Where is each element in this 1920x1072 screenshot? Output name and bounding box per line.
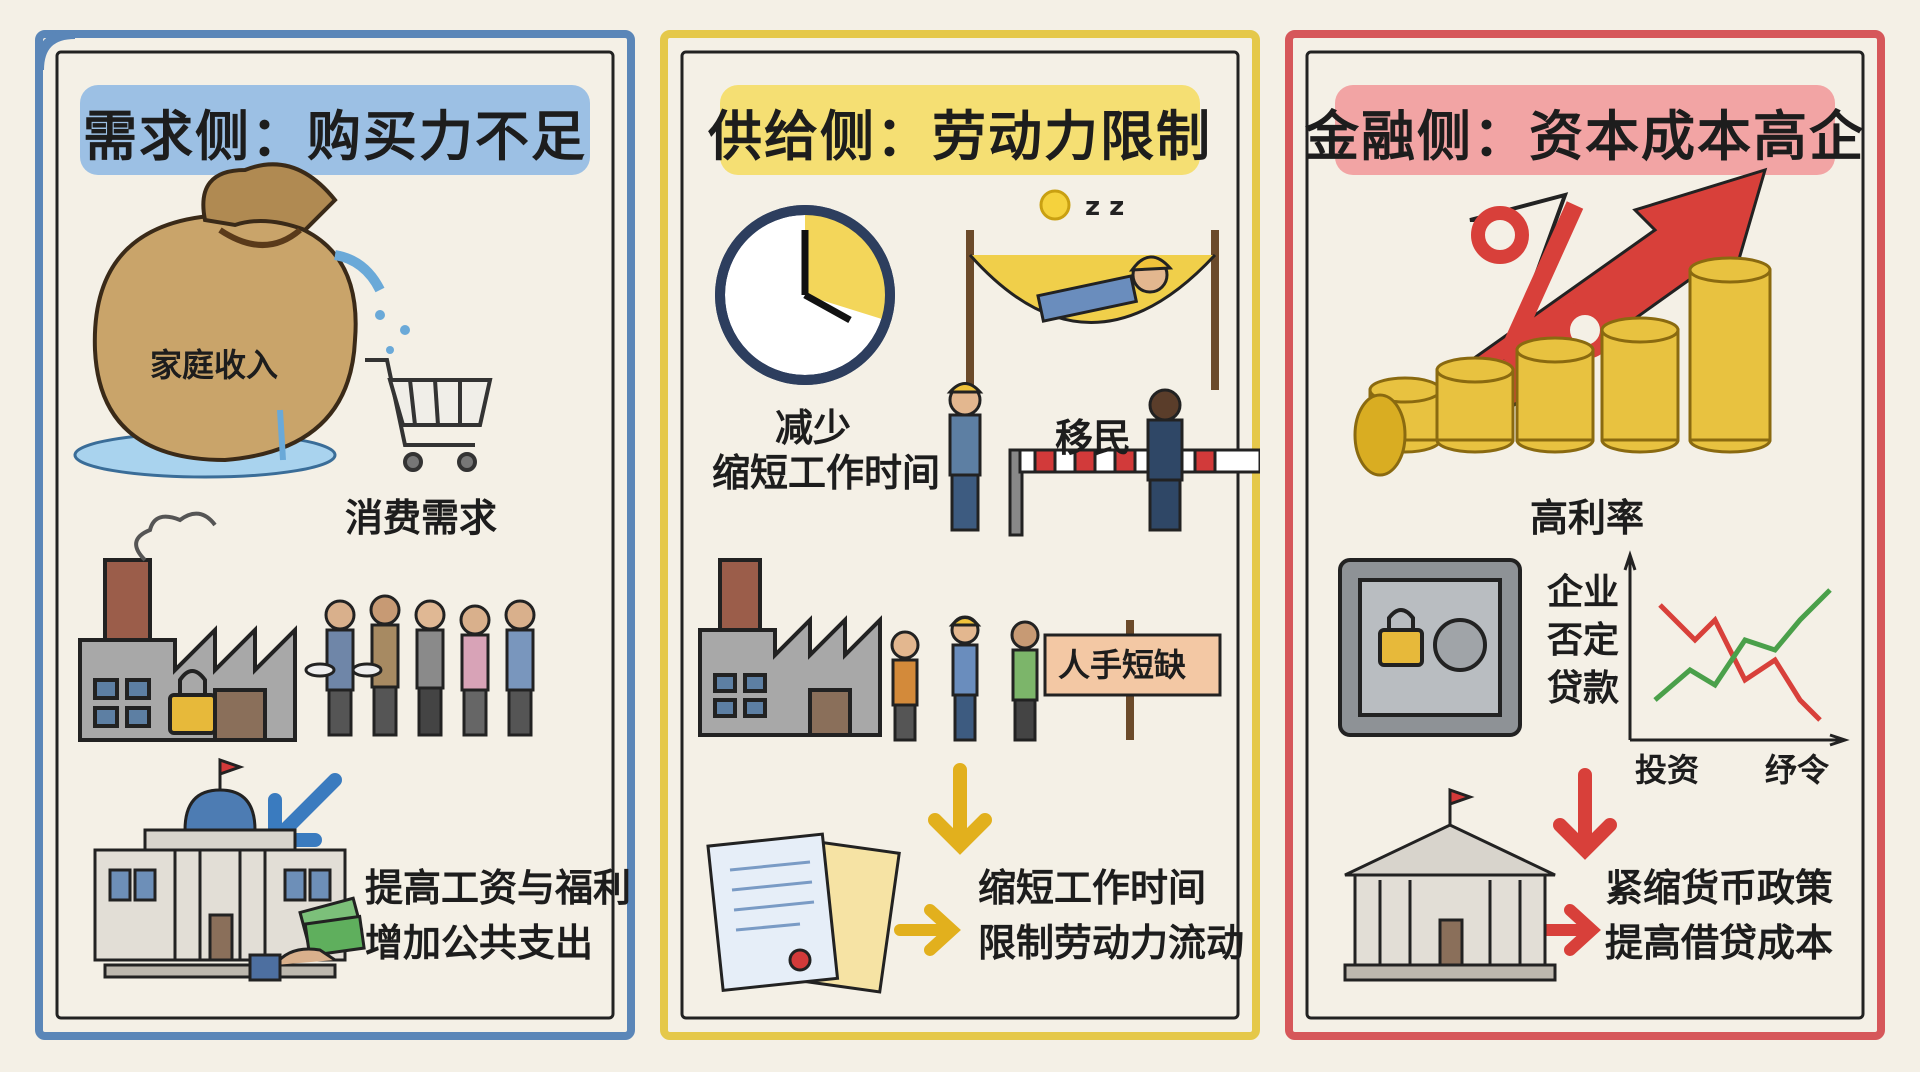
chart-axis-label-left: 投资 xyxy=(1635,751,1700,789)
border-barrier-icon xyxy=(946,382,1260,537)
shopping-cart-icon xyxy=(365,358,493,472)
hammock-worker-icon xyxy=(966,189,1219,390)
right-arrow-icon xyxy=(1534,904,1601,956)
loan-label-line2: 否定 xyxy=(1547,620,1620,661)
demand-policy-line2: 增加公共支出 xyxy=(365,921,594,965)
finance-title-band xyxy=(1335,85,1835,175)
shortage-signpost-icon xyxy=(1043,620,1222,740)
unemployed-queue-icon xyxy=(304,594,536,737)
labor-shortage-sign-text: 人手短缺 xyxy=(1058,646,1187,684)
down-arrow-icon xyxy=(928,763,992,855)
shorten-worktime-label: 缩短工作时间 xyxy=(712,451,941,495)
high-interest-label: 高利率 xyxy=(1530,496,1645,540)
finance-policy-line2: 提高借贷成本 xyxy=(1605,921,1834,965)
finance-title: 金融侧：资本成本高企 xyxy=(1305,105,1865,168)
supply-policy-line2: 限制劳动力流动 xyxy=(978,921,1245,965)
cash-hand-icon xyxy=(248,896,366,982)
supply-panel: 供给侧：劳动力限制 z z xyxy=(660,30,1260,1040)
investment-chart xyxy=(1623,550,1850,747)
loan-label-line3: 贷款 xyxy=(1547,668,1620,709)
central-bank-icon xyxy=(1343,787,1557,982)
sleep-z-icon: z z xyxy=(1085,192,1124,222)
right-arrow-icon xyxy=(894,904,961,956)
supply-policy-line1: 缩短工作时间 xyxy=(978,866,1207,910)
supply-title: 供给侧：劳动力限制 xyxy=(708,105,1212,168)
down-arrow-icon xyxy=(1553,768,1617,860)
supply-title-band xyxy=(720,85,1200,175)
loan-label-line1: 企业 xyxy=(1547,572,1620,613)
locked-factory-icon xyxy=(78,558,297,742)
percent-icon xyxy=(1469,192,1614,364)
investment-falling-line xyxy=(1658,603,1822,722)
reduce-label: 减少 xyxy=(775,406,852,450)
workers-group-icon xyxy=(890,615,1040,742)
demand-policy-line1: 提高工资与福利 xyxy=(365,866,632,910)
documents-icon xyxy=(706,832,901,994)
finance-panel: 金融侧：资本成本高企 xyxy=(1285,30,1885,1040)
income-bag-icon xyxy=(73,162,410,479)
locked-safe-icon xyxy=(1338,558,1522,737)
demand-title: 需求侧：购买力不足 xyxy=(83,105,587,168)
supply-illustrations: z z xyxy=(698,189,1260,994)
clock-icon xyxy=(715,205,895,385)
finance-policy-line1: 紧缩货币政策 xyxy=(1605,866,1834,910)
government-building-icon xyxy=(93,757,347,979)
factory-icon xyxy=(698,558,882,737)
migration-label: 移民 xyxy=(1055,416,1132,460)
coin-stacks-icon xyxy=(1353,256,1772,477)
demand-illustrations xyxy=(73,162,536,982)
consumption-demand-label: 消费需求 xyxy=(345,496,498,540)
demand-panel: 需求侧：购买力不足 xyxy=(35,30,635,1040)
finance-illustrations xyxy=(1338,167,1850,982)
smoke-cloud-icon xyxy=(134,511,217,562)
chart-axis-label-right: 纾令 xyxy=(1765,751,1830,789)
bag-income-label: 家庭收入 xyxy=(150,346,279,384)
cost-rising-line xyxy=(1653,588,1832,702)
demand-title-band xyxy=(80,85,590,175)
